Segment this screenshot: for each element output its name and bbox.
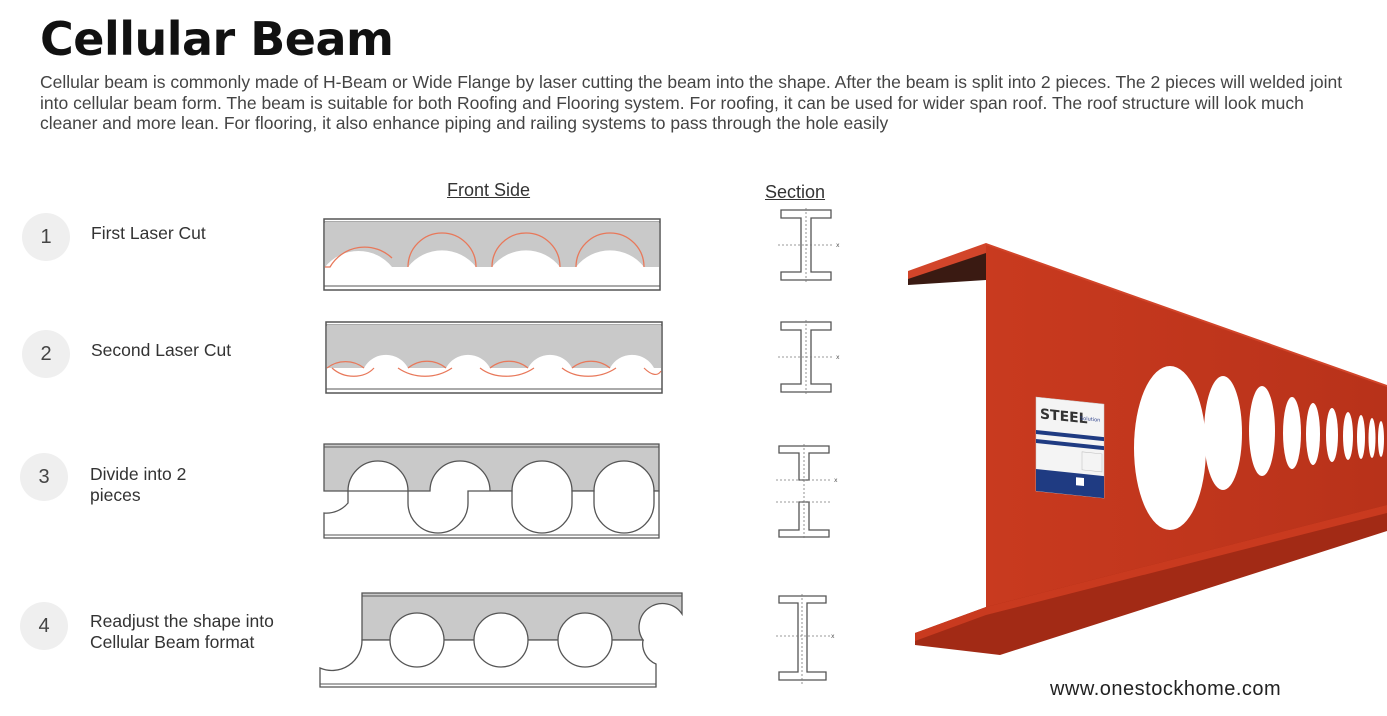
step-2-section-diagram: x xyxy=(778,320,840,394)
sticker-brand: STEEL xyxy=(1040,406,1088,427)
section-heading: Section xyxy=(765,182,826,202)
step-3-label: Divide into 2 pieces xyxy=(90,464,187,505)
step-3-section-diagram: x xyxy=(776,444,838,540)
step-3-number: 3 xyxy=(20,453,68,501)
section-1-axis-label: x xyxy=(836,242,840,249)
intro-paragraph: Cellular beam is commonly made of H-Beam… xyxy=(40,72,1343,133)
page-title: Cellular Beam xyxy=(40,12,394,66)
front-side-heading: Front Side xyxy=(447,180,531,200)
step-4-section-diagram: x xyxy=(776,594,835,684)
sticker-sub: Solution xyxy=(1080,416,1100,424)
section-3-axis-label: x xyxy=(834,477,838,484)
step-4-label: Readjust the shape into Cellular Beam fo… xyxy=(90,611,274,652)
section-2-axis-label: x xyxy=(836,354,840,361)
step-1-label: First Laser Cut xyxy=(91,223,206,243)
section-4-axis-label: x xyxy=(831,633,835,640)
cellular-beam-photo: STEEL Solution xyxy=(908,243,1387,655)
step-4-front-diagram xyxy=(319,592,683,688)
step-2-label: Second Laser Cut xyxy=(91,340,232,360)
website-url[interactable]: www.onestockhome.com xyxy=(1050,678,1282,700)
step-1-section-diagram: x xyxy=(778,208,840,282)
step-3-front-diagram xyxy=(323,443,660,539)
step-4-number: 4 xyxy=(20,602,68,650)
step-1-front-diagram xyxy=(323,218,661,291)
step-2-number: 2 xyxy=(22,330,70,378)
step-1-number: 1 xyxy=(22,213,70,261)
step-2-front-diagram xyxy=(325,321,663,394)
